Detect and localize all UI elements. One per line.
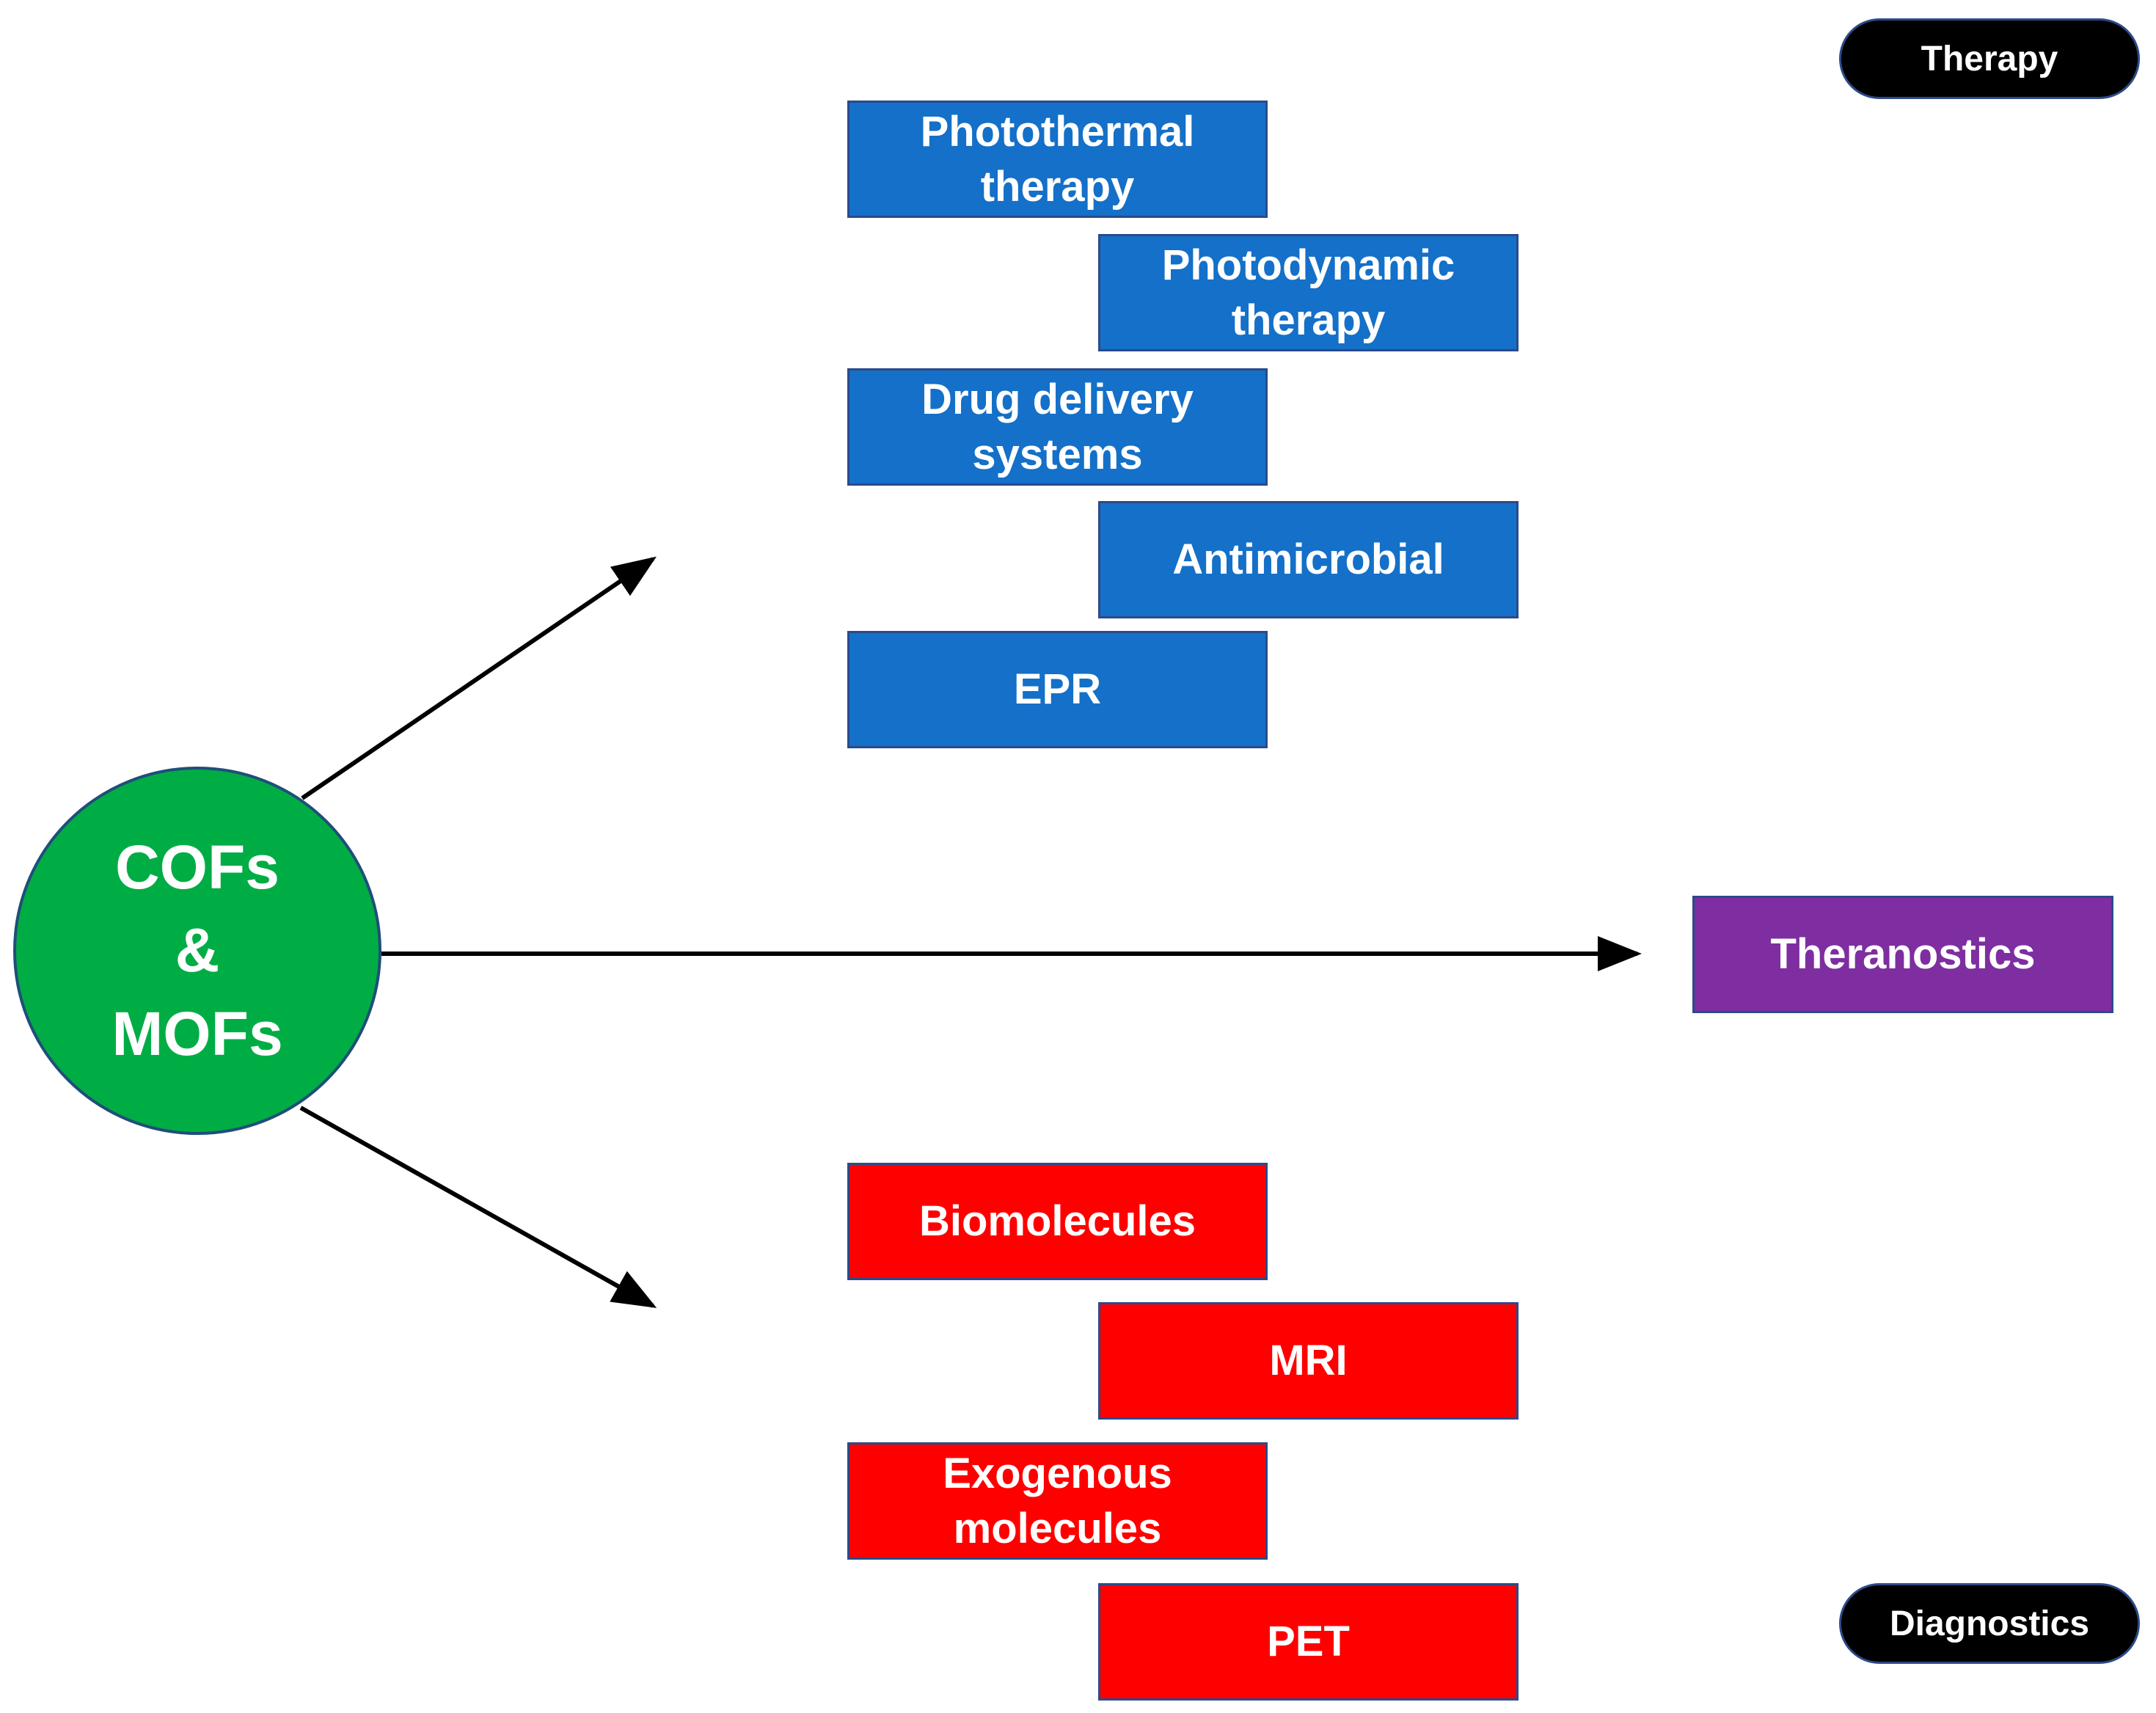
diagnostics-item-biomolecules: Biomolecules [847,1163,1268,1280]
hub-line-1: COFs [114,832,280,902]
arrow-to-therapy [301,556,657,800]
diagnostics-badge: Diagnostics [1839,1583,2140,1664]
therapy-item-photodynamic: Photodynamic therapy [1098,234,1519,351]
hub-line-2: & [175,916,220,985]
theranostics-box: Theranostics [1692,896,2113,1013]
diagnostics-item-pet: PET [1098,1583,1519,1701]
arrow-to-diagnostics [299,1106,657,1308]
hub-line-3: MOFs [112,998,283,1068]
therapy-item-epr: EPR [847,631,1268,748]
cofs-mofs-hub: COFs & MOFs [13,767,381,1135]
therapy-item-drug-delivery: Drug delivery systems [847,368,1268,486]
diagnostics-item-exogenous: Exogenous molecules [847,1442,1268,1560]
diagnostics-item-mri: MRI [1098,1302,1519,1420]
therapy-item-photothermal: Photothermal therapy [847,101,1268,218]
therapy-item-antimicrobial: Antimicrobial [1098,501,1519,618]
therapy-badge: Therapy [1839,18,2140,99]
